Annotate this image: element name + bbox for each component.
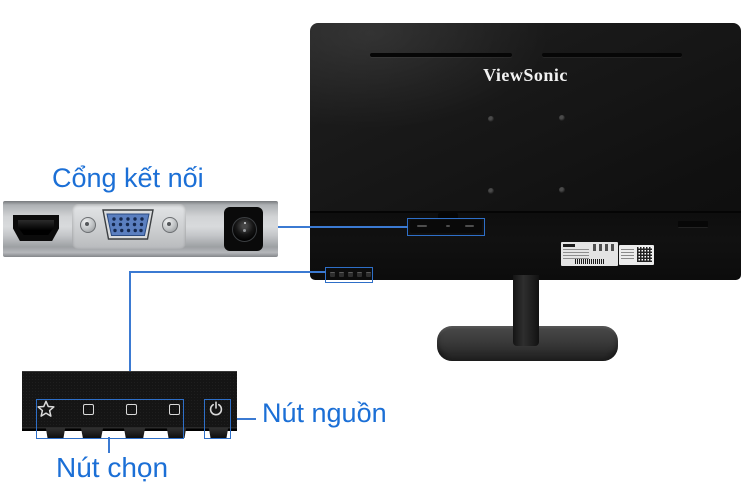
button-tab [80, 428, 104, 438]
ports-leader-line [278, 226, 408, 228]
power-button-highlight-box [204, 399, 231, 439]
select-buttons-highlight-box [36, 399, 184, 439]
rear-control-button [366, 272, 371, 277]
barcode [575, 259, 605, 264]
rear-port-recess [410, 220, 482, 233]
regulatory-label [561, 242, 618, 266]
select-callout-label: Nút chọn [56, 452, 169, 483]
vesa-screw-icon [488, 188, 494, 194]
stand-column [513, 275, 539, 346]
vga-port-mark [446, 225, 450, 227]
dc-jack-hole [232, 217, 257, 242]
hdmi-port-mark [417, 225, 427, 227]
screw-pit [85, 222, 89, 226]
select-leader-line [108, 437, 110, 453]
buttons-leader-line-horizontal [130, 271, 326, 273]
vent-slot-left [370, 53, 512, 57]
control-buttons-closeup [22, 371, 237, 431]
kensington-slot [678, 221, 708, 228]
ports-callout-label: Cổng kết nối [52, 163, 204, 193]
vent-slot-right [542, 53, 682, 57]
rear-control-button [357, 272, 362, 277]
square-button-icon [126, 404, 137, 415]
label-brand-mark [563, 244, 575, 247]
label-fine-print [563, 249, 589, 259]
brand-logo: ViewSonic [483, 65, 568, 85]
vesa-screw-icon [488, 116, 494, 122]
screw-pit [167, 222, 171, 226]
hdmi-slot [18, 220, 54, 235]
stand-mount-notch [438, 213, 458, 219]
vesa-screw-icon [559, 187, 565, 193]
vga-port [102, 209, 154, 240]
serial-label [619, 245, 654, 265]
buttons-leader-line-vertical [129, 271, 131, 372]
monitor-lower-band [310, 211, 741, 280]
rear-control-button [348, 272, 353, 277]
button-tab [123, 428, 146, 438]
dc-port-mark [465, 225, 474, 227]
monitor-back-panel: ViewSonic [310, 23, 741, 283]
dc-power-jack [224, 207, 263, 251]
power-leader-line [230, 418, 256, 420]
buttons-highlight-box [325, 267, 373, 283]
dc-jack-pin [243, 229, 246, 232]
certification-icons [593, 244, 615, 251]
button-tab [45, 428, 66, 438]
ports-closeup-panel [3, 201, 278, 257]
star-icon [37, 400, 55, 417]
vga-screw-post-right [162, 217, 178, 233]
vga-screw-post-left [80, 217, 96, 233]
rear-control-button [330, 272, 335, 277]
power-callout-label: Nút nguồn [262, 398, 387, 428]
ports-highlight-box [407, 218, 485, 236]
dc-jack-glint [243, 222, 246, 224]
vesa-screw-icon [559, 115, 565, 121]
label-fine-print [621, 249, 634, 259]
hdmi-port [13, 215, 59, 241]
button-tab [208, 428, 229, 438]
button-tab [166, 428, 187, 438]
square-button-icon [83, 404, 94, 415]
square-button-icon [169, 404, 180, 415]
qr-code [637, 247, 652, 262]
power-icon [209, 401, 223, 416]
rear-control-button [339, 272, 344, 277]
